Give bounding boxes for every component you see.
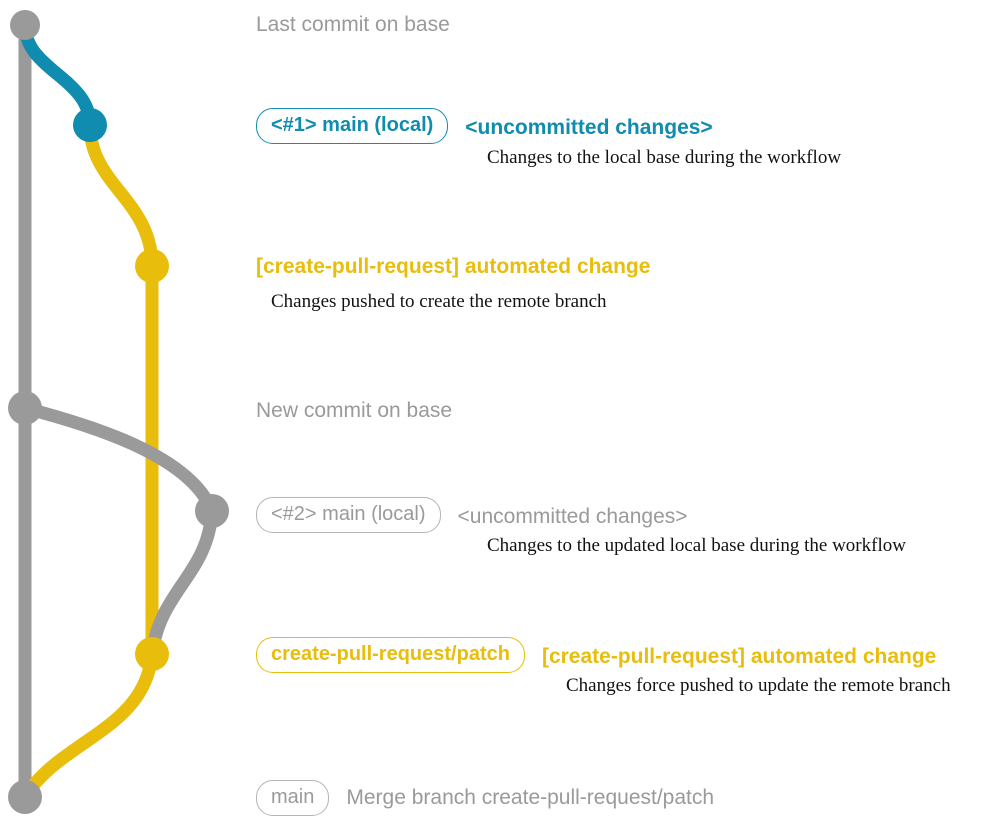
entry-merge-commit: main Merge branch create-pull-request/pa… <box>256 780 714 816</box>
node-patch-1[interactable] <box>135 249 169 283</box>
edge-local2-to-patch2 <box>145 504 219 661</box>
entry-note: Changes to the updated local base during… <box>487 535 906 556</box>
entry-note: Changes force pushed to update the remot… <box>566 675 951 696</box>
node-base-last[interactable] <box>10 10 40 40</box>
entry-patch-update: create-pull-request/patch [create-pull-r… <box>256 637 936 673</box>
branch-pill-main[interactable]: main <box>256 780 330 816</box>
entry-note: Changes to the local base during the wor… <box>487 147 842 168</box>
entry-note: Changes pushed to create the remote bran… <box>271 291 607 312</box>
commit-subject-label: [create-pull-request] automated change <box>256 255 651 278</box>
node-patch-2[interactable] <box>135 637 169 671</box>
branch-pill-main-local-2[interactable]: <#2> main (local) <box>256 497 441 533</box>
branch-pill-create-pull-request-patch[interactable]: create-pull-request/patch <box>256 637 525 673</box>
edge-base-to-local1 <box>18 18 97 132</box>
edge-local1-to-patch1 <box>83 118 159 273</box>
node-local-2[interactable] <box>195 494 229 528</box>
entry-local-uncommitted-2: <#2> main (local) <uncommitted changes> <box>256 497 688 533</box>
commit-subject-label: Last commit on base <box>256 13 450 36</box>
node-base-new[interactable] <box>8 391 42 425</box>
commit-subject-label: [create-pull-request] automated change <box>541 645 937 668</box>
commit-graph <box>8 10 229 814</box>
commit-subject-label: <uncommitted changes> <box>457 505 688 528</box>
edge-basenew-to-local2 <box>18 401 219 518</box>
entry-patch-create: [create-pull-request] automated change <box>256 256 650 277</box>
branch-pill-main-local-1[interactable]: <#1> main (local) <box>256 108 449 144</box>
entry-last-commit-on-base: Last commit on base <box>256 14 450 35</box>
node-base-merge[interactable] <box>8 780 42 814</box>
commit-subject-label: Merge branch create-pull-request/patch <box>346 786 715 809</box>
commit-subject-label: <uncommitted changes> <box>465 116 713 139</box>
entry-local-uncommitted-1: <#1> main (local) <uncommitted changes> <box>256 108 713 144</box>
commit-subject-label: New commit on base <box>256 399 453 422</box>
entry-new-commit-on-base: New commit on base <box>256 400 452 421</box>
node-local-1[interactable] <box>73 108 107 142</box>
edge-patch2-to-merge <box>18 647 159 804</box>
